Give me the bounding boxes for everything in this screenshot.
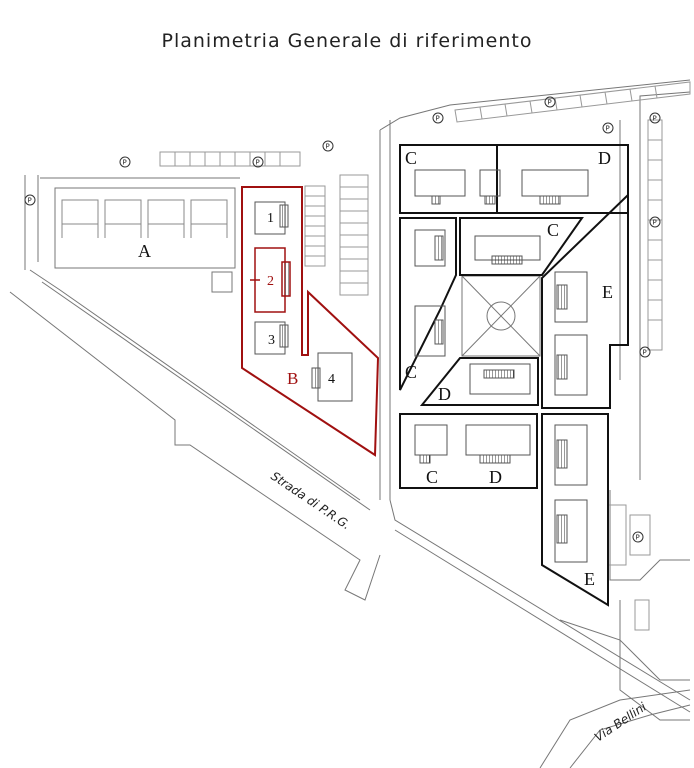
- lot-label-c-bottom: C: [426, 467, 438, 487]
- lot-b-buildings: [254, 201, 353, 402]
- parking-icon: P: [632, 531, 644, 543]
- lot-d-mid: [419, 357, 539, 406]
- svg-text:P: P: [28, 197, 32, 205]
- parking-icon: P: [119, 156, 131, 168]
- building-label-1: 1: [267, 211, 274, 226]
- parking-icon: P: [322, 140, 334, 152]
- lot-cd-bottom: [399, 413, 538, 489]
- lot-e-bottom: [541, 413, 609, 607]
- lot-label-c-left: C: [405, 362, 417, 382]
- lot-cd-top: [399, 144, 629, 214]
- parking-icon: P: [639, 346, 651, 358]
- building-label-4: 4: [328, 372, 335, 387]
- parking-icon: P: [649, 112, 661, 124]
- lot-b-outline: [241, 186, 380, 457]
- svg-text:P: P: [326, 143, 330, 151]
- parking-icon: P: [544, 96, 556, 108]
- lot-e-right: [541, 192, 629, 409]
- building-label-2: 2: [267, 274, 274, 289]
- svg-text:P: P: [653, 219, 657, 227]
- svg-text:P: P: [256, 159, 260, 167]
- lot-outlines: [399, 144, 629, 607]
- svg-text:P: P: [653, 115, 657, 123]
- lot-label-d-top: D: [598, 148, 611, 168]
- parking-icon: P: [432, 112, 444, 124]
- parking-icon: P: [602, 122, 614, 134]
- parking-icon: P: [649, 216, 661, 228]
- svg-text:P: P: [548, 99, 552, 107]
- parking-icon: P: [24, 194, 36, 206]
- svg-text:P: P: [643, 349, 647, 357]
- lot-label-e-bottom: E: [584, 569, 595, 589]
- parking-icon: P: [252, 156, 264, 168]
- lot-label-d-bottom: D: [489, 467, 502, 487]
- svg-text:P: P: [123, 159, 127, 167]
- lot-label-d-mid: D: [438, 384, 451, 404]
- building-label-3: 3: [268, 333, 275, 348]
- lot-label-c-top: C: [405, 148, 417, 168]
- lot-label-c-mid: C: [547, 220, 559, 240]
- lot-label-b: B: [287, 369, 298, 388]
- lot-c-left: [399, 217, 457, 391]
- lot-label-e-right: E: [602, 282, 613, 302]
- buildings: [414, 169, 589, 563]
- map-title: Planimetria Generale di riferimento: [161, 30, 533, 52]
- road-label-prg: Strada di P.R.G.: [268, 469, 353, 533]
- svg-text:P: P: [606, 125, 610, 133]
- road-network: [9, 79, 691, 768]
- parking-symbols: P P P P P P P P P P P: [24, 96, 661, 543]
- svg-text:P: P: [436, 115, 440, 123]
- lot-label-a: A: [138, 241, 151, 261]
- road-label-bellini: Via Bellini: [592, 699, 650, 744]
- building-2-highlight: [250, 247, 291, 313]
- svg-text:P: P: [636, 534, 640, 542]
- lot-c-mid: [459, 217, 584, 276]
